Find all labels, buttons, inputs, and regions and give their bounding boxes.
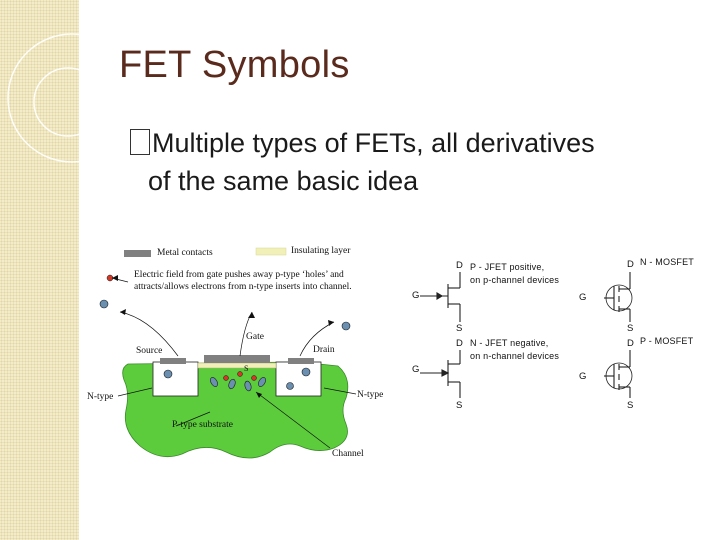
n-type-insert-right (275, 361, 322, 397)
decorative-sidebar (0, 0, 79, 540)
legend-metal-swatch (124, 250, 151, 257)
n-jfet-symbol (420, 350, 461, 398)
pin-g-p-jfet: G (412, 290, 420, 301)
pin-g-p-mosfet: G (579, 371, 587, 382)
n-type-right-label: N-type (357, 390, 384, 400)
gate-contact (204, 355, 270, 363)
n-mosfet-title: N - MOSFET (640, 257, 694, 267)
bullet-line-2: of the same basic idea (148, 166, 419, 196)
decorative-circles (7, 33, 137, 163)
p-jfet-symbol (420, 272, 461, 322)
pin-d-p-mosfet: D (627, 338, 634, 349)
gate-label: Gate (246, 332, 264, 342)
bullet-box-icon (130, 129, 150, 155)
channel-label: Channel (332, 449, 364, 459)
source-label: Source (136, 346, 163, 356)
n-mosfet-symbol (604, 272, 633, 322)
n-type-left-label: N-type (87, 392, 114, 402)
arrow-heads (112, 275, 334, 398)
legend-insulating-swatch (255, 247, 287, 256)
holes (106, 274, 257, 381)
pin-d-p-jfet: D (456, 260, 463, 271)
pin-d-n-jfet: D (456, 338, 463, 349)
electric-field-note-line-1: Electric field from gate pushes away p-t… (134, 270, 344, 280)
p-type-substrate-label: P-type substrate (172, 420, 233, 430)
pin-s-n-mosfet: S (627, 323, 634, 334)
p-jfet-title: P - JFET positive, (470, 262, 545, 272)
bullet-line-1: Multiple types of FETs, all derivatives (152, 128, 595, 158)
inner-s-label: S (244, 364, 249, 373)
legend-insulating-label: Insulating layer (291, 246, 351, 256)
legend-metal-label: Metal contacts (157, 248, 213, 258)
p-jfet-subtitle: on p-channel devices (470, 275, 560, 285)
channel-carriers (99, 299, 351, 392)
drain-label: Drain (313, 345, 335, 355)
pin-d-n-mosfet: D (627, 259, 634, 270)
n-type-insert-left (152, 361, 199, 397)
pin-s-n-jfet: S (456, 400, 463, 411)
source-contact (160, 358, 186, 364)
pin-s-p-jfet: S (456, 323, 463, 334)
pin-s-p-mosfet: S (627, 400, 634, 411)
p-mosfet-symbol (604, 350, 633, 398)
drain-contact (288, 358, 314, 364)
slide-title: FET Symbols (119, 44, 350, 86)
bullet-point: Multiple types of FETs, all derivatives … (130, 124, 700, 200)
n-jfet-subtitle: on n-channel devices (470, 351, 560, 361)
pin-g-n-mosfet: G (579, 292, 587, 303)
pin-g-n-jfet: G (412, 364, 420, 375)
electric-field-note-line-2: attracts/allows electrons from n-type in… (134, 282, 352, 292)
p-mosfet-title: P - MOSFET (640, 336, 694, 346)
n-jfet-title: N - JFET negative, (470, 338, 549, 348)
